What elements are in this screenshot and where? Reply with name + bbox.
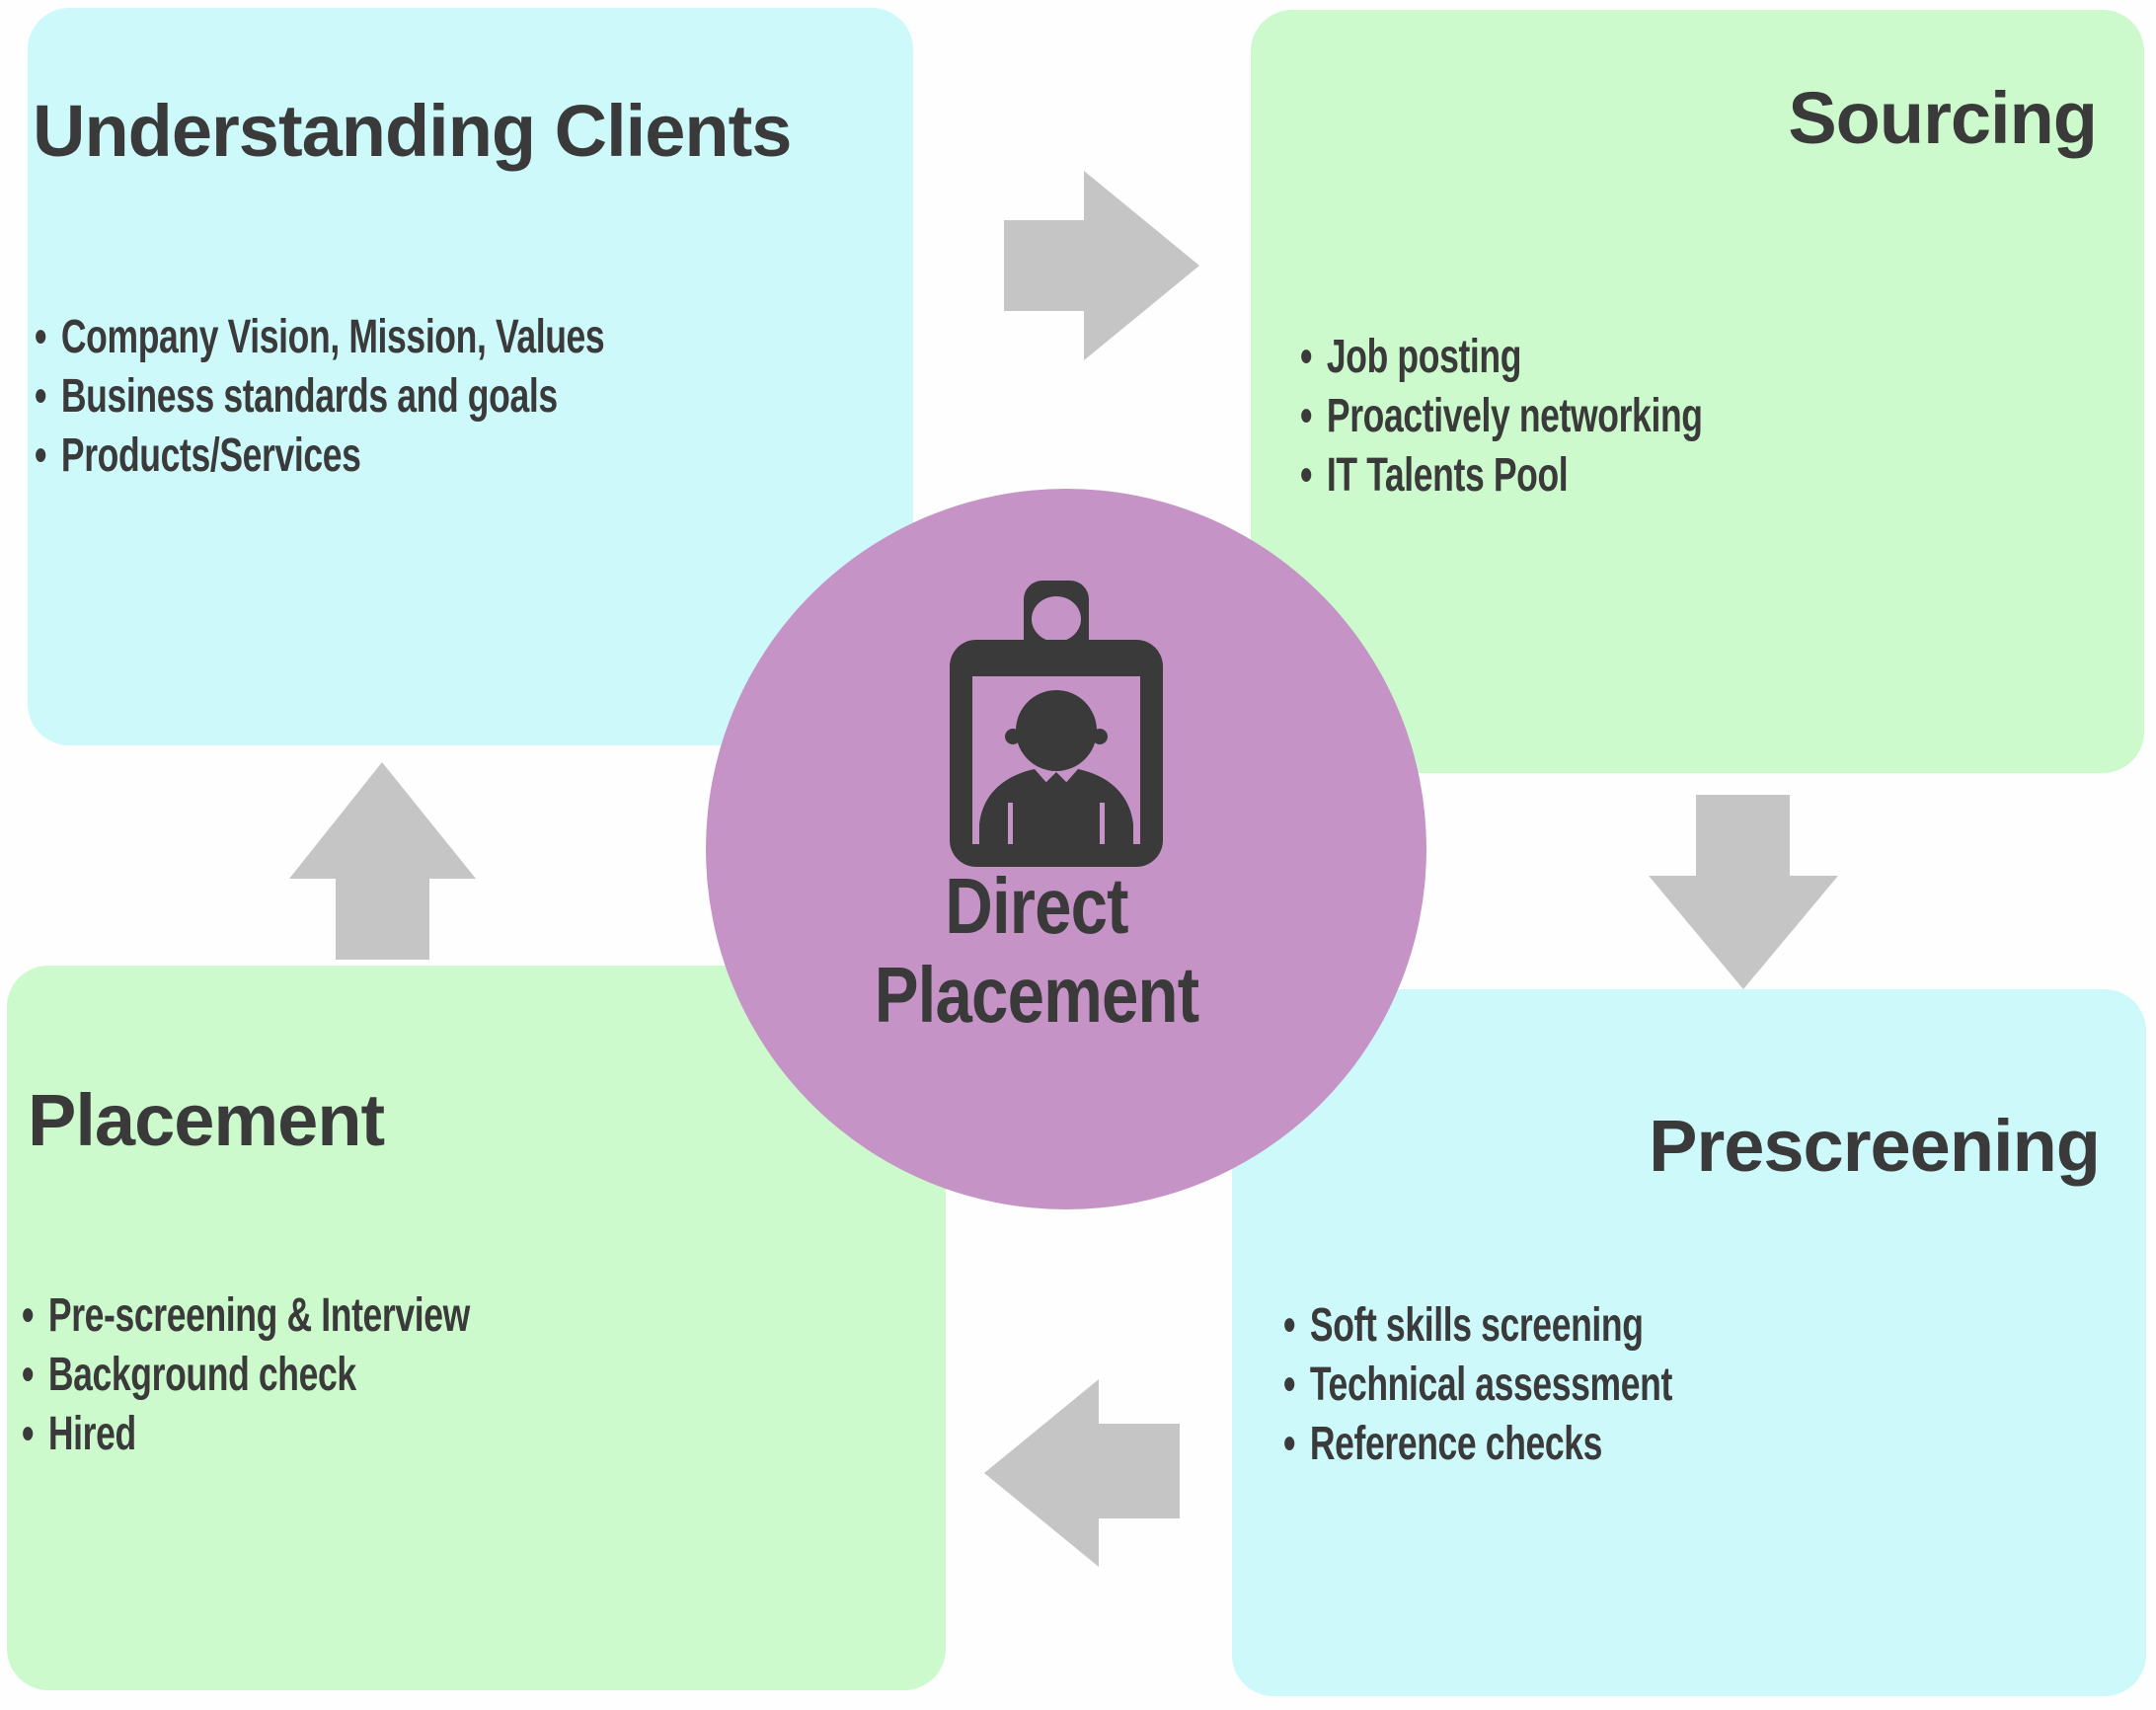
- center-circle-direct-placement: Direct Placement: [706, 489, 1426, 1209]
- bullet-item: •IT Talents Pool: [1300, 446, 1703, 505]
- quadrant-placement: Placement •Pre-screening & Interview •Ba…: [7, 966, 946, 1690]
- bullet-list: •Company Vision, Mission, Values •Busine…: [35, 308, 605, 486]
- bullet-item: •Hired: [22, 1405, 470, 1464]
- center-label-line1: Direct: [945, 862, 1128, 950]
- bullet-text: IT Talents Pool: [1326, 449, 1569, 502]
- bullet-dot: •: [22, 1408, 35, 1460]
- quadrant-title: Understanding Clients: [33, 90, 792, 172]
- bullet-dot: •: [35, 311, 47, 363]
- bullet-dot: •: [35, 370, 47, 423]
- bullet-item: •Job posting: [1300, 328, 1703, 387]
- bullet-item: •Company Vision, Mission, Values: [35, 308, 605, 367]
- bullet-dot: •: [1300, 331, 1313, 383]
- quadrant-sourcing: Sourcing •Job posting •Proactively netwo…: [1251, 10, 2144, 773]
- bullet-list: •Job posting •Proactively networking •IT…: [1300, 328, 1703, 505]
- quadrant-title: Sourcing: [1788, 77, 2098, 159]
- bullet-text: Business standards and goals: [60, 370, 558, 423]
- bullet-dot: •: [22, 1349, 35, 1401]
- bullet-text: Company Vision, Mission, Values: [60, 311, 605, 363]
- bullet-item: •Business standards and goals: [35, 367, 604, 427]
- bullet-text: Products/Services: [60, 429, 361, 482]
- quadrant-understanding-clients: Understanding Clients •Company Vision, M…: [28, 8, 913, 745]
- bullet-dot: •: [35, 429, 47, 482]
- bullet-list: •Soft skills screening •Technical assess…: [1283, 1296, 1672, 1474]
- quadrant-title: Placement: [28, 1079, 385, 1161]
- bullet-item: •Products/Services: [35, 427, 604, 486]
- bullet-text: Soft skills screening: [1309, 1299, 1644, 1352]
- bullet-text: Background check: [47, 1349, 356, 1401]
- bullet-dot: •: [1300, 449, 1313, 502]
- bullet-item: •Technical assessment: [1283, 1356, 1672, 1415]
- center-label-line2: Placement: [874, 951, 1199, 1039]
- bullet-text: Technical assessment: [1309, 1359, 1672, 1411]
- bullet-text: Reference checks: [1309, 1418, 1603, 1470]
- id-badge-person-icon: [950, 581, 1163, 867]
- bullet-text: Pre-screening & Interview: [47, 1289, 470, 1342]
- quadrant-prescreening: Prescreening •Soft skills screening •Tec…: [1232, 989, 2146, 1696]
- bullet-dot: •: [22, 1289, 35, 1342]
- bullet-item: •Background check: [22, 1346, 470, 1405]
- bullet-item: •Pre-screening & Interview: [22, 1286, 470, 1346]
- bullet-list: •Pre-screening & Interview •Background c…: [22, 1286, 470, 1464]
- bullet-item: •Reference checks: [1283, 1415, 1672, 1474]
- arrow-left-icon: [984, 1379, 1180, 1567]
- bullet-dot: •: [1300, 390, 1313, 442]
- bullet-item: •Soft skills screening: [1283, 1296, 1672, 1356]
- bullet-item: •Proactively networking: [1300, 387, 1703, 446]
- bullet-dot: •: [1283, 1418, 1296, 1470]
- arrow-up-icon: [289, 762, 476, 960]
- bullet-text: Job posting: [1326, 331, 1522, 383]
- bullet-dot: •: [1283, 1299, 1296, 1352]
- bullet-dot: •: [1283, 1359, 1296, 1411]
- bullet-text: Proactively networking: [1326, 390, 1703, 442]
- quadrant-title: Prescreening: [1649, 1105, 2101, 1187]
- center-label: Direct Placement: [733, 862, 1339, 1040]
- bullet-text: Hired: [47, 1408, 136, 1460]
- arrow-down-icon: [1649, 795, 1838, 989]
- arrow-right-icon: [1004, 171, 1199, 360]
